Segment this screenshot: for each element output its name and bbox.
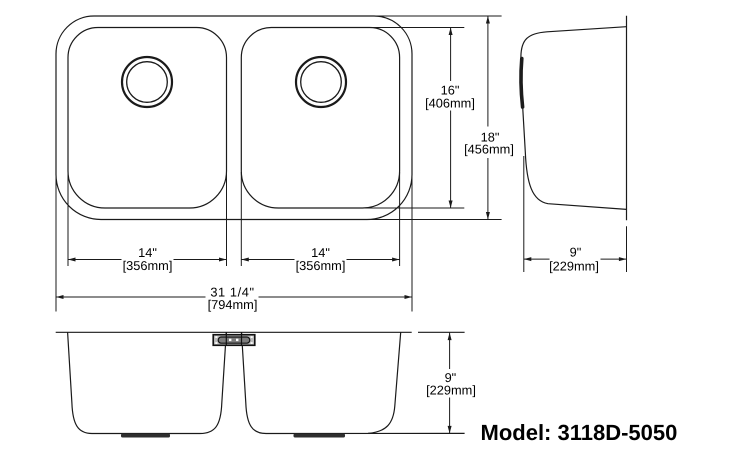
svg-text:[456mm]: [456mm] <box>464 142 514 157</box>
svg-text:[229mm]: [229mm] <box>549 258 599 273</box>
svg-text:14": 14" <box>138 245 157 260</box>
svg-text:9": 9" <box>570 245 582 260</box>
svg-text:9": 9" <box>445 370 457 385</box>
svg-text:[229mm]: [229mm] <box>426 383 476 398</box>
svg-text:18": 18" <box>481 129 500 144</box>
svg-text:[356mm]: [356mm] <box>296 258 346 273</box>
svg-text:31 1/4": 31 1/4" <box>210 285 254 300</box>
svg-text:[794mm]: [794mm] <box>208 297 258 312</box>
svg-text:16": 16" <box>441 83 460 98</box>
svg-text:[406mm]: [406mm] <box>425 95 475 110</box>
svg-text:Model: 3118D-5050: Model: 3118D-5050 <box>481 420 678 445</box>
svg-text:14": 14" <box>311 245 330 260</box>
svg-text:[356mm]: [356mm] <box>123 258 173 273</box>
